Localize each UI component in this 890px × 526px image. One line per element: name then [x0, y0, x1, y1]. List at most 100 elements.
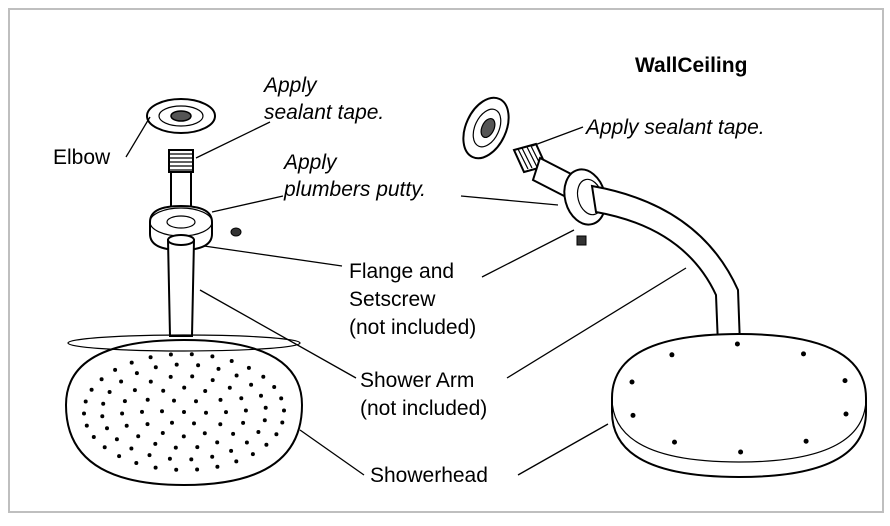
showerhead-left: [64, 334, 304, 487]
spray-hole: [181, 434, 186, 439]
spray-hole: [195, 467, 200, 472]
spray-hole: [83, 399, 88, 404]
spray-hole: [262, 418, 267, 423]
spray-hole: [204, 410, 208, 415]
spray-hole: [172, 398, 176, 403]
spray-hole: [134, 461, 139, 465]
spray-hole: [147, 453, 152, 458]
spray-hole: [182, 410, 186, 414]
spray-hole: [99, 377, 104, 382]
spray-hole: [190, 374, 195, 379]
setscrew-right: [576, 235, 587, 246]
rim-screw: [629, 379, 635, 385]
spray-hole: [202, 431, 207, 436]
spray-hole: [203, 389, 208, 393]
label-arm-1: Shower Arm: [360, 369, 474, 392]
spray-hole: [140, 409, 144, 414]
spray-hole: [196, 363, 201, 368]
spray-hole: [264, 442, 269, 447]
spray-hole: [215, 440, 220, 445]
spray-hole: [170, 420, 174, 425]
elbow-part: [146, 98, 216, 134]
spray-hole: [174, 362, 179, 367]
leader-lines: [125, 116, 687, 476]
spray-hole: [153, 441, 158, 446]
spray-hole: [134, 371, 139, 376]
spray-hole: [102, 445, 107, 450]
spray-hole: [231, 431, 236, 436]
spray-hole: [124, 423, 129, 428]
diagram-frame: [8, 8, 884, 513]
spray-hole: [224, 410, 228, 415]
label-elbow: Elbow: [53, 146, 111, 169]
label-apply-putty-2: plumbers putty.: [283, 178, 426, 201]
spray-hole: [229, 359, 234, 363]
spray-hole: [249, 382, 254, 387]
label-showerhead: Showerhead: [370, 464, 488, 487]
spray-hole: [160, 431, 165, 435]
spray-hole: [263, 405, 268, 410]
spray-hole: [167, 456, 172, 461]
spray-hole: [84, 423, 89, 428]
spray-hole: [210, 454, 215, 459]
spray-hole: [114, 437, 119, 442]
spray-hole: [234, 373, 239, 378]
spray-hole: [145, 397, 150, 402]
spray-hole: [210, 354, 215, 359]
label-flange-2: Setscrew: [349, 288, 436, 311]
spray-hole: [250, 452, 255, 457]
spray-hole: [210, 378, 215, 383]
spray-hole: [182, 385, 187, 390]
spray-hole: [246, 365, 251, 370]
spray-hole: [279, 396, 284, 401]
spray-hole: [218, 397, 223, 402]
spray-hole: [117, 454, 122, 459]
spray-hole: [101, 401, 106, 406]
setscrew-left: [230, 227, 242, 237]
spray-hole: [119, 379, 124, 384]
label-apply-sealant-left-2: sealant tape.: [264, 101, 384, 124]
spray-hole: [274, 432, 279, 437]
rim-screw: [669, 352, 675, 358]
spray-hole: [215, 464, 220, 469]
spray-hole: [160, 409, 164, 414]
spray-hole: [272, 385, 277, 389]
spray-hole: [168, 374, 173, 379]
spray-hole: [168, 352, 173, 357]
spray-hole: [89, 387, 94, 392]
spray-hole: [229, 448, 234, 453]
showerhead-right: [611, 332, 867, 479]
spray-hole: [280, 420, 285, 425]
spray-hole: [244, 440, 249, 445]
rim-screw: [843, 411, 849, 417]
rim-screw: [734, 341, 740, 347]
spray-hole: [216, 366, 221, 371]
rim-screw: [738, 449, 744, 455]
rim-screw: [630, 412, 636, 418]
spray-hole: [153, 365, 158, 370]
spray-hole: [192, 421, 196, 426]
spray-hole: [129, 360, 134, 365]
spray-hole: [105, 426, 109, 431]
wall-mount-assembly: [462, 96, 867, 479]
shower-arm-right: [590, 184, 742, 346]
spray-hole: [122, 399, 127, 404]
spray-hole: [153, 465, 158, 470]
label-flange-3: (not included): [349, 316, 476, 339]
rim-screw: [801, 351, 806, 357]
label-arm-2: (not included): [360, 397, 487, 420]
rim-screw: [803, 438, 809, 444]
spray-hole: [239, 396, 244, 401]
spray-hole: [145, 422, 150, 427]
spray-hole: [241, 420, 246, 425]
flange-left: [149, 204, 213, 252]
spray-hole: [113, 367, 118, 372]
rim-screw: [672, 439, 677, 445]
threaded-tip-left: [168, 149, 194, 173]
label-flange-1: Flange and: [349, 260, 454, 283]
spray-hole: [174, 467, 179, 472]
spray-hole: [120, 411, 125, 416]
spray-hole: [227, 385, 232, 390]
spray-hole: [173, 445, 178, 450]
spray-hole: [195, 445, 200, 450]
